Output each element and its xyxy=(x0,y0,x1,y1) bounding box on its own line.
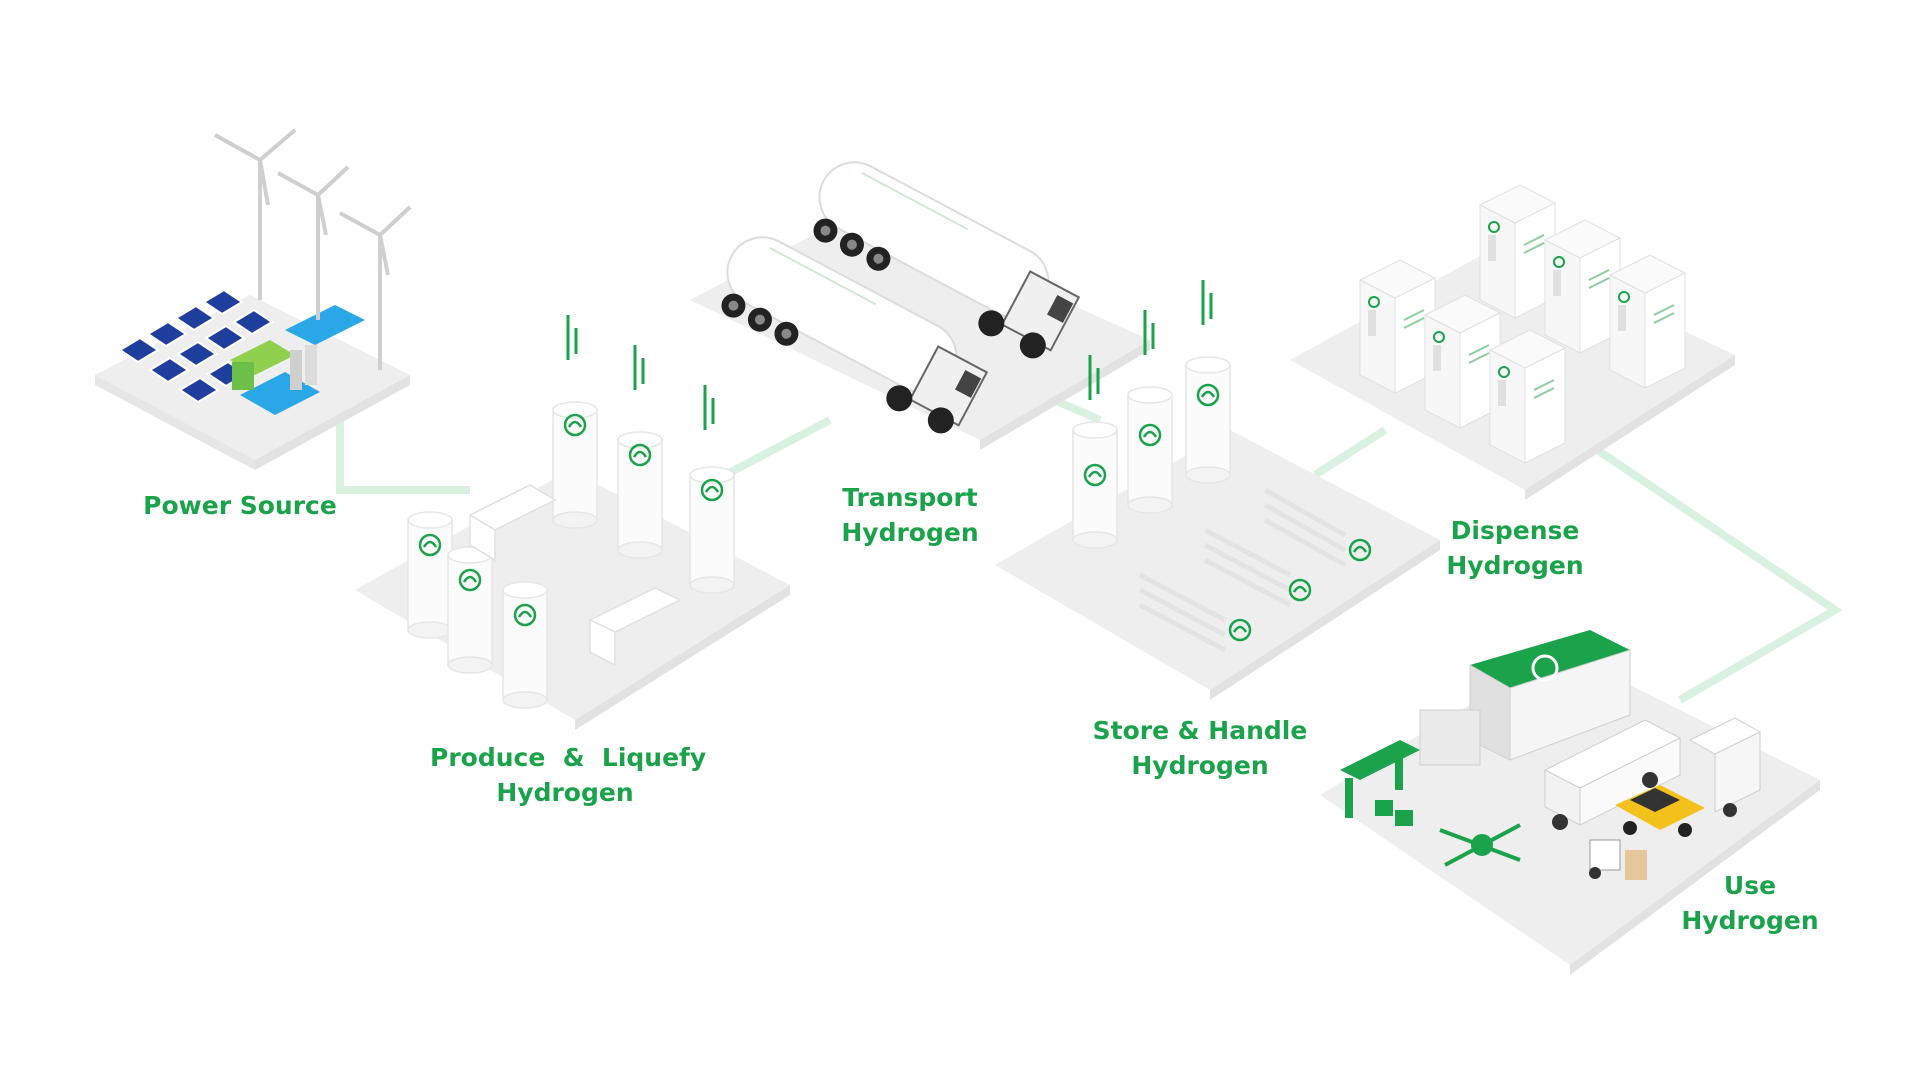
label-transport-line2: Hydrogen xyxy=(841,518,979,547)
label-store-handle: Store & Handle Hydrogen xyxy=(1085,713,1315,783)
label-power-source: Power Source xyxy=(140,488,340,523)
label-produce-liquefy: Produce & Liquefy Hydrogen xyxy=(430,740,707,810)
green-bins xyxy=(1375,800,1413,826)
label-transport-line1: Transport xyxy=(842,483,978,512)
store-handle-illustration xyxy=(995,278,1440,700)
drone xyxy=(1439,823,1521,867)
production-containers xyxy=(468,484,682,667)
label-transport: Transport Hydrogen xyxy=(820,480,1000,550)
label-dispense-line1: Dispense xyxy=(1450,516,1580,545)
label-dispense: Dispense Hydrogen xyxy=(1425,513,1605,583)
solar-panels xyxy=(118,288,274,404)
label-use-line2: Hydrogen xyxy=(1681,906,1819,935)
use-illustration xyxy=(1320,630,1820,975)
taxi-car xyxy=(1615,785,1705,837)
factory-building xyxy=(1419,630,1631,766)
label-use: Use Hydrogen xyxy=(1670,868,1830,938)
dispense-illustration xyxy=(1290,184,1735,500)
delivery-truck xyxy=(1543,719,1682,830)
label-use-line1: Use xyxy=(1723,871,1777,900)
label-store-handle-line1: Store & Handle xyxy=(1092,716,1308,745)
wind-turbines xyxy=(214,128,412,370)
tube-trailers xyxy=(1138,487,1347,653)
box-truck xyxy=(1688,717,1762,817)
label-power-source-line1: Power Source xyxy=(143,491,337,520)
hydro-dam xyxy=(230,305,365,415)
forklift xyxy=(1589,839,1647,880)
power-source-illustration xyxy=(95,128,412,470)
label-produce-liquefy-line2: Hydrogen xyxy=(496,778,634,807)
canopy xyxy=(1340,740,1420,818)
transport-illustration xyxy=(690,149,1150,450)
label-store-handle-line2: Hydrogen xyxy=(1131,751,1269,780)
label-produce-liquefy-line1: Produce & Liquefy xyxy=(430,743,707,772)
label-dispense-line2: Hydrogen xyxy=(1446,551,1584,580)
produce-liquefy-illustration xyxy=(355,313,790,730)
